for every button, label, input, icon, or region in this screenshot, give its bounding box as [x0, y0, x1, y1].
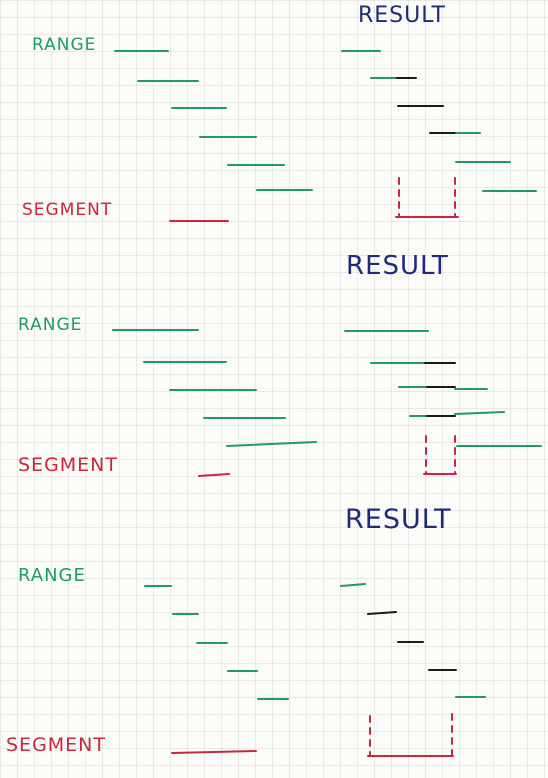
- panel-2-result-heading: RESULT: [346, 251, 449, 281]
- panel-2-segment-label: SEGMENT: [18, 454, 118, 476]
- result-range-part: [454, 411, 505, 415]
- panel-3-result: [340, 583, 486, 757]
- panel-3-segment-label: SEGMENT: [6, 734, 106, 756]
- panel-1-result-heading: RESULT: [358, 3, 446, 28]
- panel-1-result: [341, 50, 537, 218]
- panel-1-ranges: [114, 50, 313, 191]
- panel-3-range-label: RANGE: [18, 565, 86, 586]
- panel-3-segment-line: [171, 750, 257, 754]
- panel-2-ranges: [112, 329, 317, 447]
- panel-3-ranges: [144, 585, 289, 700]
- result-range-line: [340, 583, 366, 587]
- panel-2-segment-line: [198, 473, 230, 477]
- panel-2-result: [344, 330, 542, 475]
- range-line: [226, 441, 317, 447]
- panel-1-segment-label: SEGMENT: [22, 200, 112, 220]
- panel-2: RESULT RANGE SEGMENT: [18, 251, 542, 477]
- panel-3-result-heading: RESULT: [345, 504, 452, 535]
- panel-1-range-label: RANGE: [32, 35, 96, 55]
- panel-3: RESULT RANGE SEGMENT: [6, 504, 486, 757]
- result-overlap: [367, 611, 397, 615]
- panel-1: RESULT RANGE SEGMENT: [22, 3, 537, 222]
- panel-2-range-label: RANGE: [18, 315, 82, 335]
